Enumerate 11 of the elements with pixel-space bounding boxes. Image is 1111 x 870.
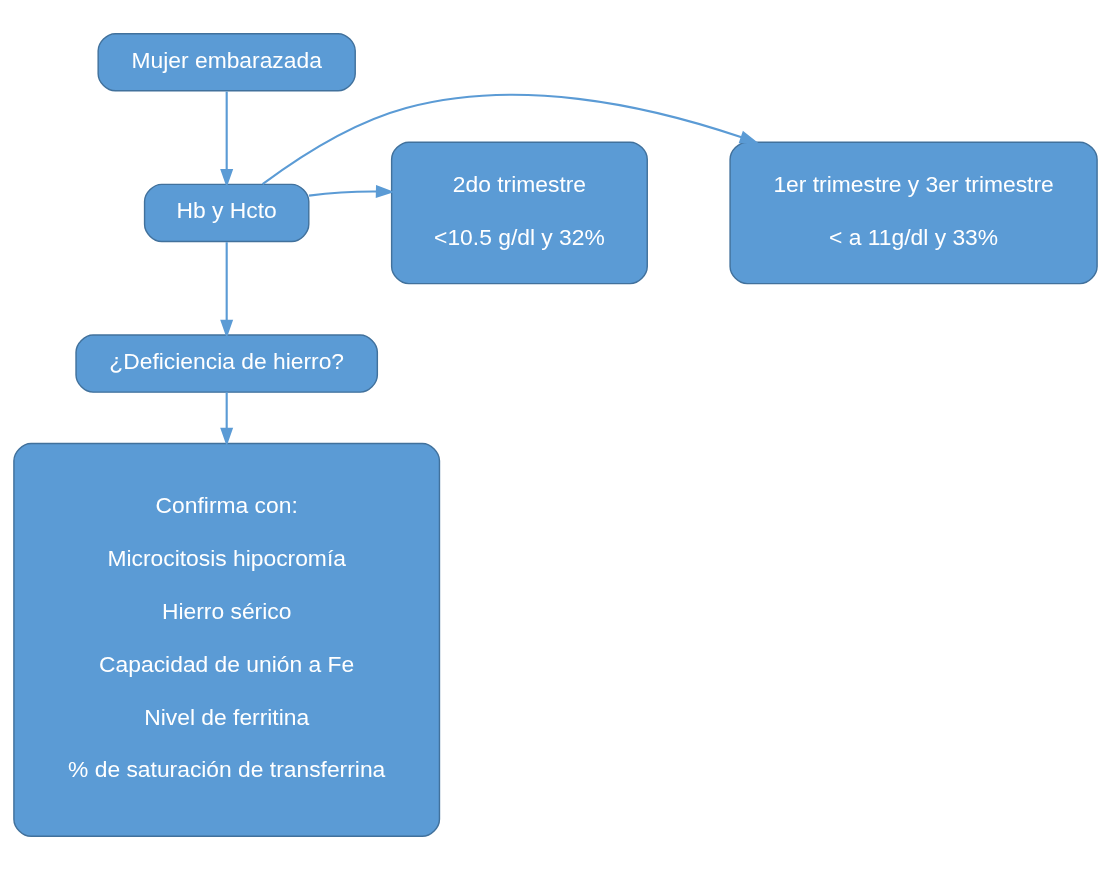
arrow	[220, 242, 234, 339]
node-box: 2do trimestre <10.5 g/dl y 32%	[390, 141, 648, 285]
node-box: 1er trimestre y 3er trimestre < a 11g/dl y 33%	[729, 141, 1098, 285]
arrow	[261, 93, 759, 185]
arrow	[220, 91, 234, 188]
node-box: Hb y Hcto	[143, 183, 310, 243]
node-box: ¿Deficiencia de hierro?	[75, 334, 379, 393]
node-box: Mujer embarazada	[97, 33, 356, 92]
arrow	[220, 392, 234, 447]
arrow	[308, 185, 395, 198]
node-box: Confirma con: Microcitosis hipocromía Hierro sérico Capacidad de unión a Fe Nivel de ferritina % de saturación de transferrina	[13, 442, 441, 837]
